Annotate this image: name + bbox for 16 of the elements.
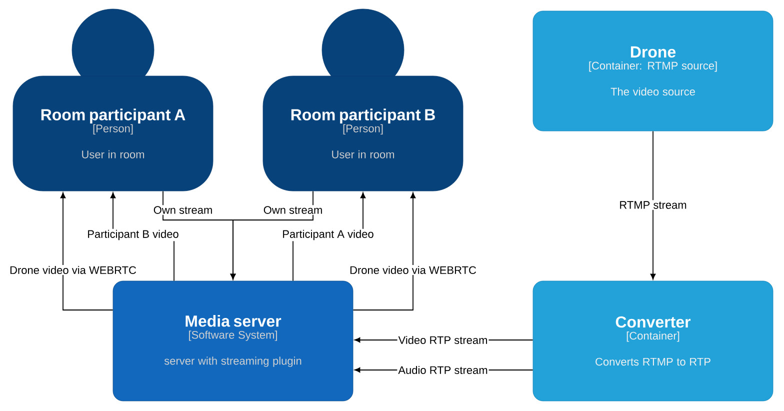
edge-label: Video RTP stream: [397, 334, 489, 346]
container-box: Drone [Container: RTMP source] The video source: [532, 10, 774, 132]
edge-label: Participant B video: [86, 228, 180, 242]
edge-label: Own stream: [262, 205, 324, 215]
system-box: Media server [Software System] server with streaming plugin: [112, 280, 354, 402]
edge-label: Own stream: [152, 205, 214, 215]
edge-label: Audio RTP stream: [397, 364, 489, 376]
arrow: [352, 192, 416, 310]
arrow: [230, 190, 314, 280]
edge-label: RTMP stream: [618, 200, 688, 210]
edge-label: Drone video via WEBRTC: [8, 264, 138, 276]
edge-label: Participant A video: [281, 228, 375, 242]
edge-label: Drone video via WEBRTC: [348, 264, 478, 276]
arrow: [60, 192, 114, 310]
container-box: Converter [Container] Converts RTMP to RTP: [532, 280, 774, 402]
arrow: [650, 130, 656, 280]
